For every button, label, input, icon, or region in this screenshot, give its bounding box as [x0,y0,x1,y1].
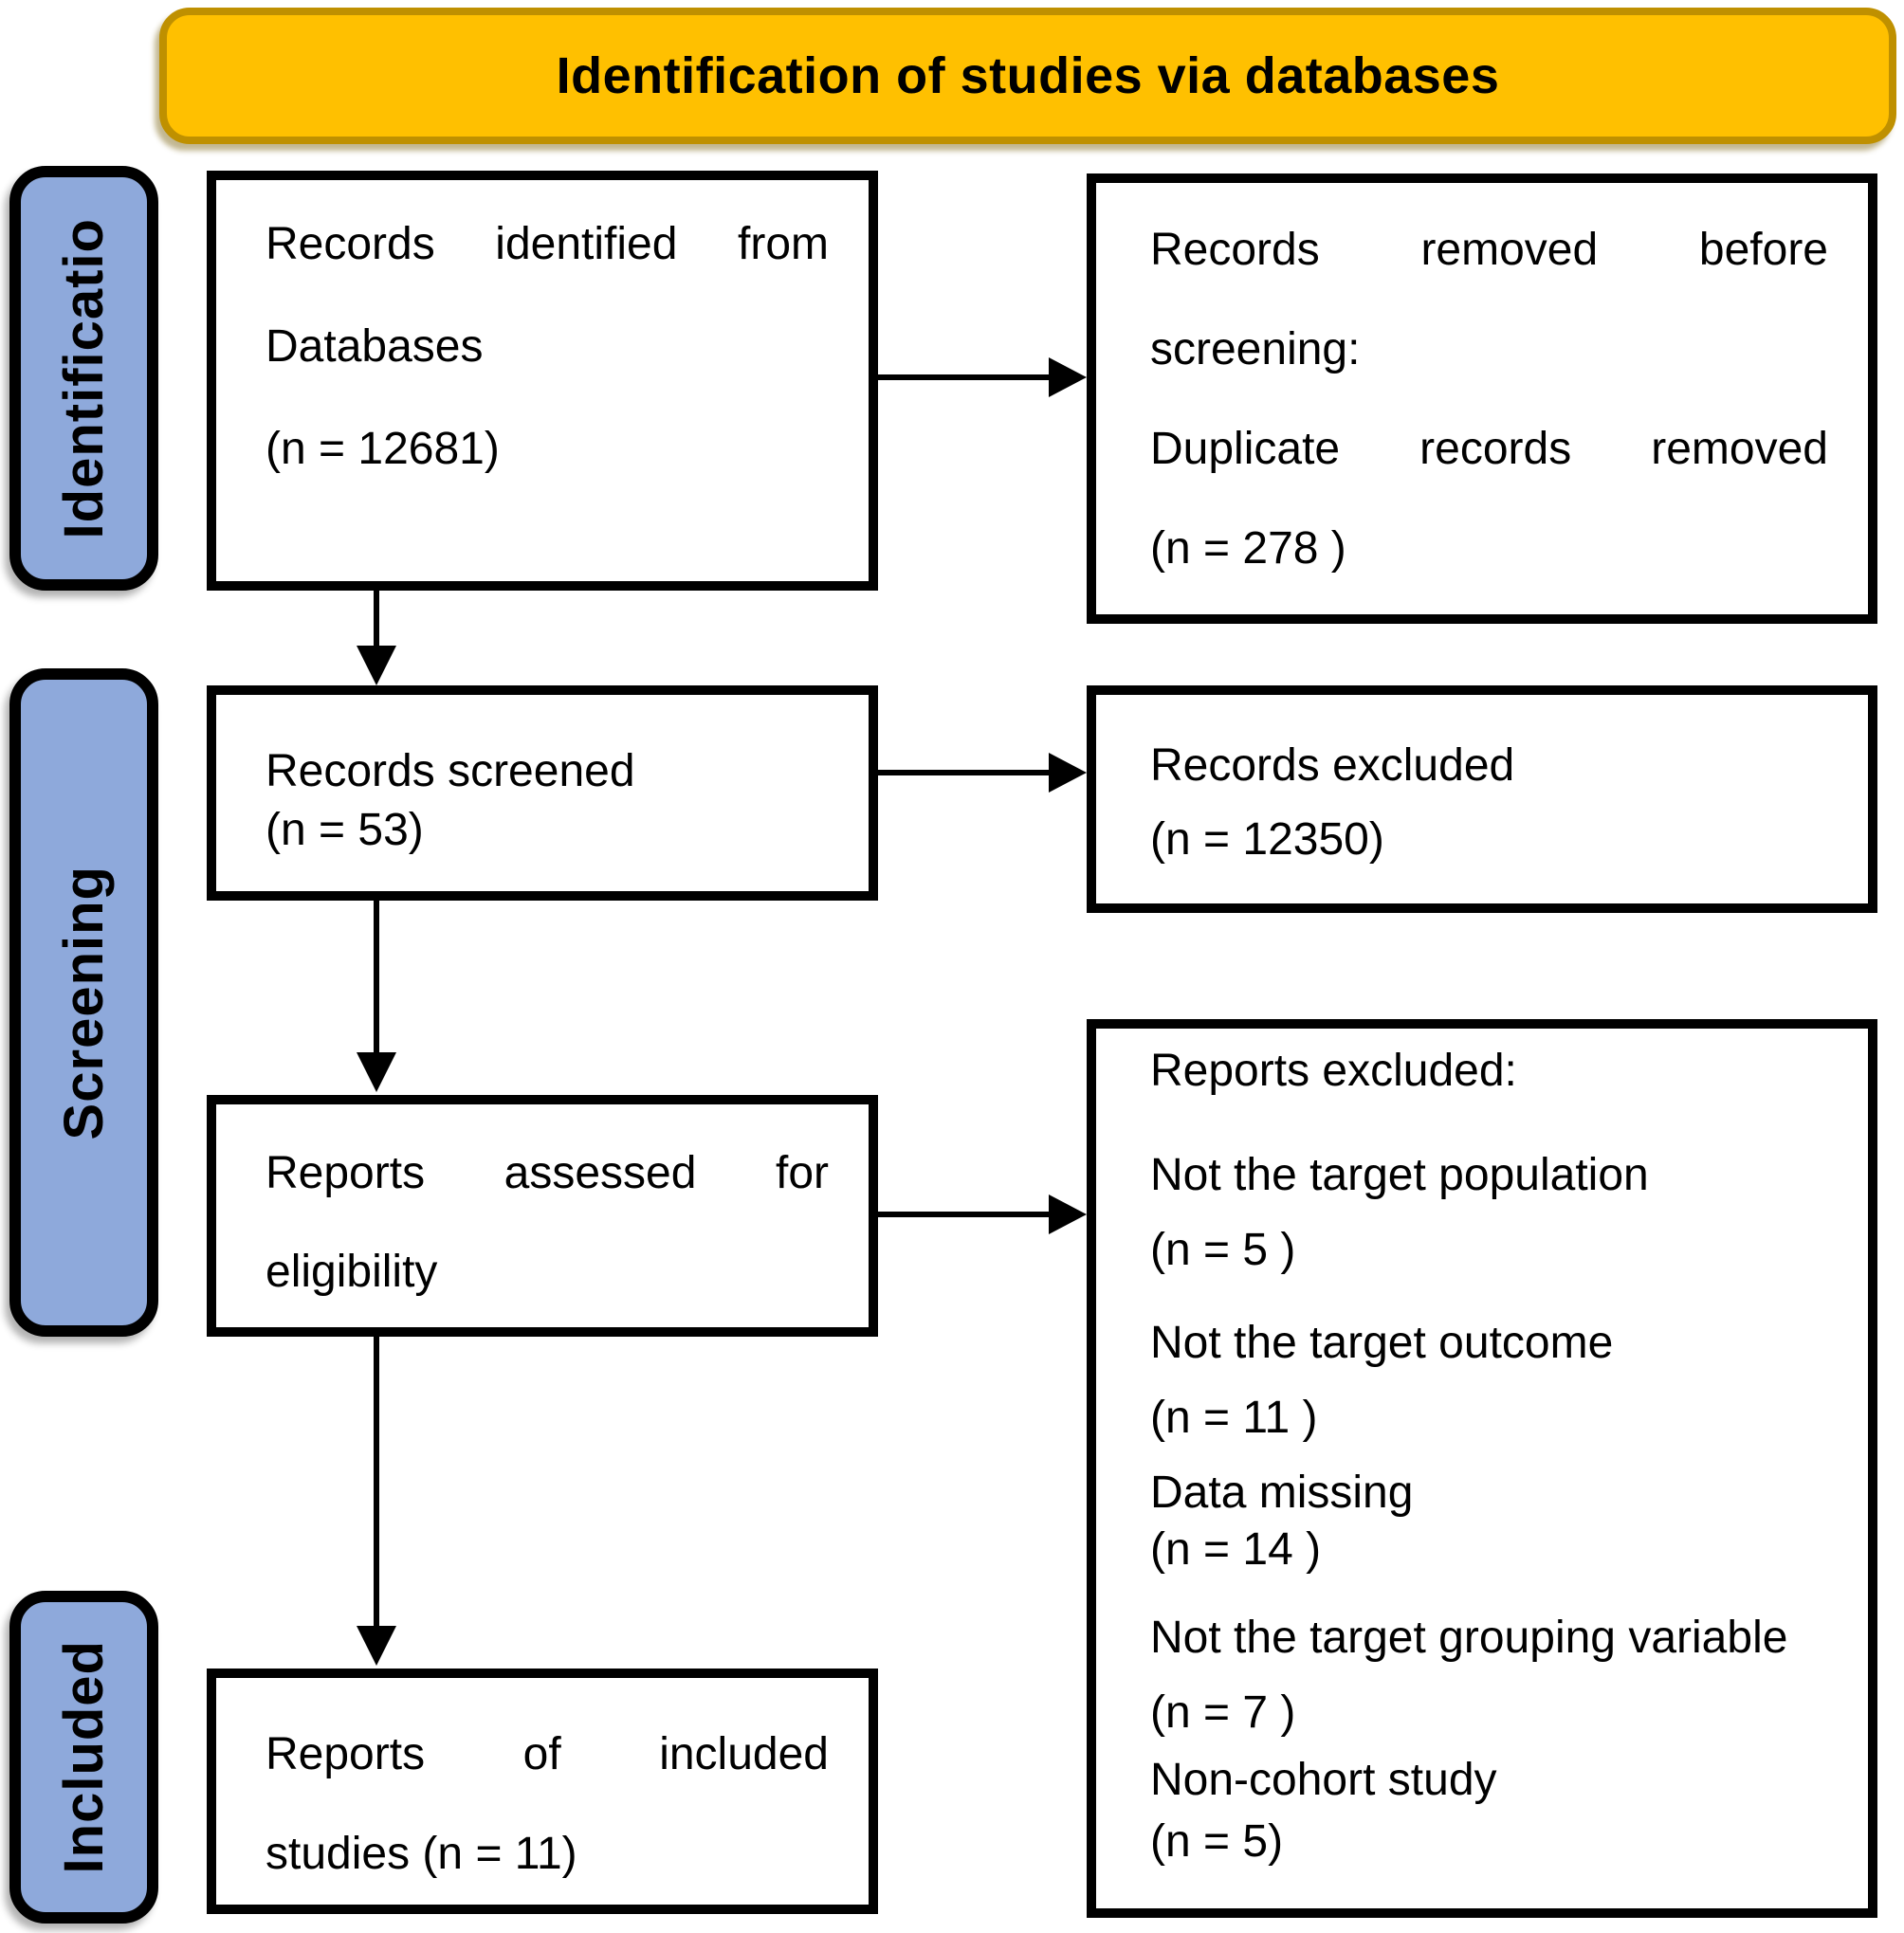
box-records-identified: Records identified from Databases (n = 1… [207,171,878,591]
arrow-identified-to-screened-head [357,646,396,685]
box-reports-excluded-count: (n = 11 ) [1150,1393,1318,1443]
stage-label-screening: Screening [9,668,158,1337]
stage-label-identification-text: Identificatio [53,217,115,539]
box-records-removed-line: Duplicate records removed [1150,424,1828,474]
stage-label-screening-text: Screening [53,865,115,1140]
arrow-identified-to-removed-head [1049,357,1087,397]
box-reports-included: Reports of included studies (n = 11) [207,1669,878,1914]
arrow-assessed-to-excluded-line [878,1212,1053,1217]
box-records-removed-line: Records removed before [1150,225,1828,275]
box-reports-excluded-count: (n = 5) [1150,1816,1284,1867]
box-records-screened-line: Records screened [265,746,635,796]
arrow-assessed-to-included-head [357,1626,396,1666]
box-records-screened-count: (n = 53) [265,805,424,855]
box-reports-excluded-reason: Not the target population [1150,1150,1649,1200]
box-reports-assessed-line: Reports assessed for [265,1148,829,1198]
box-reports-excluded-heading: Reports excluded: [1150,1046,1517,1096]
stage-label-included-text: Included [53,1640,115,1874]
box-records-removed: Records removed before screening: Duplic… [1087,173,1877,624]
arrow-identified-to-removed-line [878,374,1053,380]
box-records-removed-line: screening: [1150,324,1361,374]
stage-label-included: Included [9,1591,158,1924]
box-records-identified-count: (n = 12681) [265,424,500,474]
box-records-excluded: Records excluded (n = 12350) [1087,685,1877,913]
diagram-title: Identification of studies via databases [556,47,1500,104]
box-records-screened: Records screened (n = 53) [207,685,878,901]
box-records-identified-line: Databases [265,321,484,372]
box-records-identified-line: Records identified from [265,219,829,269]
box-reports-included-line: Reports of included [265,1729,829,1779]
box-records-excluded-count: (n = 12350) [1150,814,1384,865]
arrow-assessed-to-included-line [374,1337,379,1626]
box-reports-excluded-count: (n = 7 ) [1150,1687,1296,1738]
title-banner: Identification of studies via databases [159,8,1896,144]
box-reports-excluded: Reports excluded: Not the target populat… [1087,1019,1877,1918]
box-reports-excluded-count: (n = 5 ) [1150,1225,1296,1275]
box-reports-excluded-count: (n = 14 ) [1150,1524,1322,1575]
box-reports-excluded-reason: Non-cohort study [1150,1755,1497,1805]
arrow-screened-to-excluded-line [878,770,1053,775]
box-reports-excluded-reason: Data missing [1150,1468,1414,1518]
box-records-removed-count: (n = 278 ) [1150,523,1346,574]
box-records-excluded-line: Records excluded [1150,740,1515,791]
box-reports-included-count: studies (n = 11) [265,1829,577,1879]
arrow-assessed-to-excluded-head [1049,1194,1087,1234]
arrow-screened-to-assessed-head [357,1052,396,1092]
arrow-screened-to-excluded-head [1049,753,1087,793]
arrow-screened-to-assessed-line [374,901,379,1052]
box-reports-excluded-reason: Not the target outcome [1150,1318,1614,1368]
box-reports-excluded-reason: Not the target grouping variable [1150,1613,1788,1663]
stage-label-identification: Identificatio [9,166,158,591]
box-reports-assessed-line: eligibility [265,1247,438,1297]
arrow-identified-to-screened-line [374,591,379,646]
box-reports-assessed: Reports assessed for eligibility [207,1095,878,1337]
